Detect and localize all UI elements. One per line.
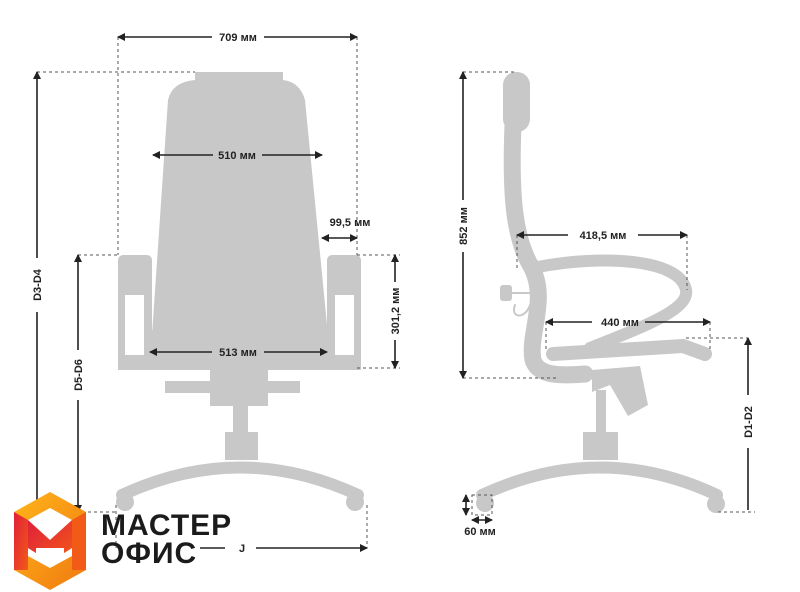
front-base-hub <box>225 432 258 460</box>
front-gas-lift <box>233 405 248 435</box>
logo-line1: МАСТЕР <box>101 509 232 542</box>
front-mechanism <box>210 370 268 406</box>
side-caster-left <box>476 494 494 512</box>
front-seat <box>150 330 330 370</box>
back-width-label: 510 мм <box>218 150 256 162</box>
front-headrest-and-back <box>152 72 328 335</box>
side-headrest <box>503 72 530 132</box>
back-height-label: 852 мм <box>458 207 470 245</box>
base-width-label: J <box>239 543 245 555</box>
side-backrest <box>503 116 594 384</box>
total-height-label: D3-D4 <box>32 268 44 301</box>
front-dimensions: 709 мм 510 мм 99,5 мм 301,2 мм 513 мм D3… <box>32 32 402 555</box>
side-mechanism <box>592 366 648 416</box>
side-base-legs <box>476 461 723 501</box>
side-caster-right <box>707 495 725 513</box>
left-caster <box>116 493 134 511</box>
right-caster <box>346 493 364 511</box>
side-base-hub <box>583 432 618 460</box>
front-view-chair <box>116 72 364 511</box>
overall-width-label: 709 мм <box>219 32 257 44</box>
logo-line2: ОФИС <box>101 537 197 570</box>
right-armrest-pad <box>327 255 361 291</box>
logo-hexagon-icon <box>14 492 86 590</box>
seat-height-label: D5-D6 <box>73 359 85 391</box>
front-base-legs <box>116 461 364 501</box>
side-seat <box>546 338 712 361</box>
side-dimensions: 852 мм 418,5 мм 440 мм D1-D2 60 мм <box>458 71 755 538</box>
seat-depth-label: 440 мм <box>601 317 639 329</box>
left-armrest-pad <box>118 255 152 291</box>
master-ofis-logo: МАСТЕР ОФИС <box>14 492 232 590</box>
tilt-knob <box>500 285 512 301</box>
caster-size-label: 60 мм <box>464 526 496 538</box>
side-view-chair <box>476 72 725 513</box>
arm-height-label: 301,2 мм <box>390 288 402 335</box>
side-armrest <box>532 254 693 354</box>
seat-width-label: 513 мм <box>219 347 257 359</box>
arm-depth-label: 418,5 мм <box>580 230 627 242</box>
side-gas-lift <box>596 390 606 435</box>
arm-width-label: 99,5 мм <box>330 217 371 229</box>
side-seat-height-label: D1-D2 <box>743 406 755 438</box>
